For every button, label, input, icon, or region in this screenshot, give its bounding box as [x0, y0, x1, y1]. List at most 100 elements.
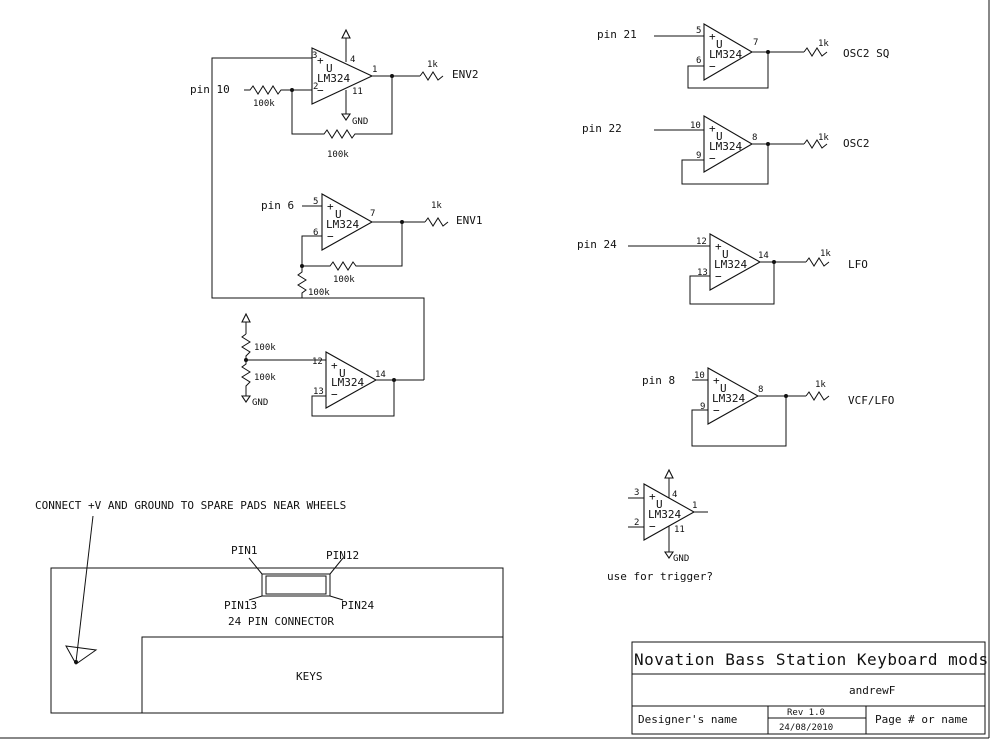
opamp-part-label: LM324 — [709, 48, 742, 61]
gnd-label: GND — [252, 398, 268, 408]
pin-number: 6 — [696, 56, 701, 66]
opamp-buffer-symbol — [325, 351, 378, 409]
unit-label: U — [716, 130, 723, 143]
connector-pin-label: PIN13 — [224, 599, 257, 612]
board-arrow-symbol — [65, 645, 98, 665]
opamp-osc2sq-stage: + U LM324 − 5 6 7 pin 21 1k OSC2 SQ — [597, 23, 889, 89]
plus-sign: + — [317, 54, 324, 67]
drawing-date: 24/08/2010 — [779, 723, 833, 733]
pin-number: 3 — [634, 488, 639, 498]
pin-number: 13 — [697, 268, 708, 278]
pin-number: 2 — [634, 518, 639, 528]
connector-label: 24 PIN CONNECTOR — [228, 615, 334, 628]
output-label: LFO — [848, 258, 868, 271]
pin-number: 2 — [313, 82, 318, 92]
designer-name: andrewF — [849, 684, 895, 697]
connector-outline — [261, 573, 331, 597]
page-field-label: Page # or name — [875, 713, 968, 726]
keyboard-board-outline — [50, 567, 504, 714]
output-label: ENV2 — [452, 68, 479, 81]
opamp-env2-stage: + U LM324 − 3 2 1 4 11 GND pin 10 100k 1… — [190, 28, 479, 380]
opamp-vcf-lfo-stage: + U LM324 − 10 9 8 pin 8 1k VCF/LFO — [642, 367, 894, 447]
pin-number: 11 — [674, 525, 685, 535]
output-label: VCF/LFO — [848, 394, 894, 407]
resistor-value: 1k — [815, 380, 826, 390]
resistor-value: 100k — [327, 150, 349, 160]
designer-field-label: Designer's name — [638, 713, 737, 726]
pin-number: 12 — [696, 237, 707, 247]
power-arrow-symbol — [241, 312, 251, 323]
power-arrow-symbol — [341, 28, 351, 39]
resistor-value: 1k — [818, 133, 829, 143]
pin-input-label: pin 10 — [190, 83, 230, 96]
output-label: ENV1 — [456, 214, 483, 227]
pin-number: 10 — [690, 121, 701, 131]
pin-number: 3 — [312, 51, 317, 61]
plus-sign: + — [715, 240, 722, 253]
connector-pin-label: PIN12 — [326, 549, 359, 562]
keys-area — [141, 636, 504, 714]
opamp-part-label: LM324 — [712, 392, 745, 405]
pin-number: 4 — [350, 55, 355, 65]
plus-sign: + — [331, 359, 338, 372]
ground-symbol — [340, 113, 352, 121]
minus-sign: − — [317, 84, 324, 97]
pin-input-label: pin 24 — [577, 238, 617, 251]
resistor-value: 100k — [253, 99, 275, 109]
resistor-value: 100k — [254, 343, 276, 353]
power-arrow-symbol — [664, 468, 674, 479]
plus-sign: + — [649, 490, 656, 503]
pin-number: 8 — [758, 385, 763, 395]
ground-symbol — [240, 395, 252, 403]
opamp-vcf-lfo-symbol — [707, 367, 760, 425]
minus-sign: − — [649, 520, 656, 533]
opamp-part-label: LM324 — [331, 376, 364, 389]
pin-number: 5 — [313, 197, 318, 207]
pin-number: 4 — [672, 490, 677, 500]
opamp-lfo-symbol — [709, 233, 762, 291]
keys-label: KEYS — [296, 670, 323, 683]
plus-sign: + — [709, 30, 716, 43]
unit-label: U — [339, 367, 346, 380]
opamp-osc2-symbol — [703, 115, 754, 173]
pin-number: 14 — [375, 370, 386, 380]
sheet-border — [0, 0, 990, 739]
trigger-note: use for trigger? — [607, 570, 713, 583]
unit-label: U — [335, 208, 342, 221]
opamp-part-label: LM324 — [648, 508, 681, 521]
title-block: Novation Bass Station Keyboard mods andr… — [631, 641, 989, 735]
power-note: CONNECT +V AND GROUND TO SPARE PADS NEAR… — [35, 499, 346, 512]
board-drawing: CONNECT +V AND GROUND TO SPARE PADS NEAR… — [35, 499, 504, 714]
unit-label: U — [326, 62, 333, 75]
opamp-lfo-stage: + U LM324 − 12 13 14 pin 24 1k LFO — [577, 233, 868, 305]
minus-sign: − — [331, 388, 338, 401]
opamp-buffer-stage: + U LM324 − 12 13 14 100k 100k GND — [240, 312, 424, 417]
opamp-spare-stage: + U LM324 − 3 2 1 4 11 GND use for trigg… — [607, 468, 713, 583]
minus-sign: − — [327, 230, 334, 243]
revision: Rev 1.0 — [787, 708, 825, 718]
resistor-value: 100k — [308, 288, 330, 298]
opamp-osc2-stage: + U LM324 − 10 9 8 pin 22 1k OSC2 — [582, 115, 870, 185]
plus-sign: + — [713, 374, 720, 387]
pin-number: 11 — [352, 87, 363, 97]
pin-number: 10 — [694, 371, 705, 381]
resistor-value: 1k — [427, 60, 438, 70]
resistor-value: 100k — [333, 275, 355, 285]
connector-pin-label: PIN1 — [231, 544, 258, 557]
opamp-part-label: LM324 — [317, 72, 350, 85]
opamp-env2-symbol — [311, 47, 374, 105]
pin-input-label: pin 8 — [642, 374, 675, 387]
gnd-label: GND — [673, 554, 689, 564]
pin-number: 12 — [312, 357, 323, 367]
unit-label: U — [656, 498, 663, 511]
minus-sign: − — [709, 152, 716, 165]
pin-number: 1 — [692, 501, 697, 511]
opamp-env1-stage: + U LM324 − 5 6 7 pin 6 1k ENV1 100k 100… — [261, 193, 483, 298]
pin-number: 9 — [696, 151, 701, 161]
pin-input-label: pin 22 — [582, 122, 622, 135]
gnd-label: GND — [352, 117, 368, 127]
opamp-part-label: LM324 — [326, 218, 359, 231]
drawing-title: Novation Bass Station Keyboard mods — [634, 650, 989, 669]
plus-sign: + — [327, 200, 334, 213]
opamp-env1-symbol — [321, 193, 374, 251]
